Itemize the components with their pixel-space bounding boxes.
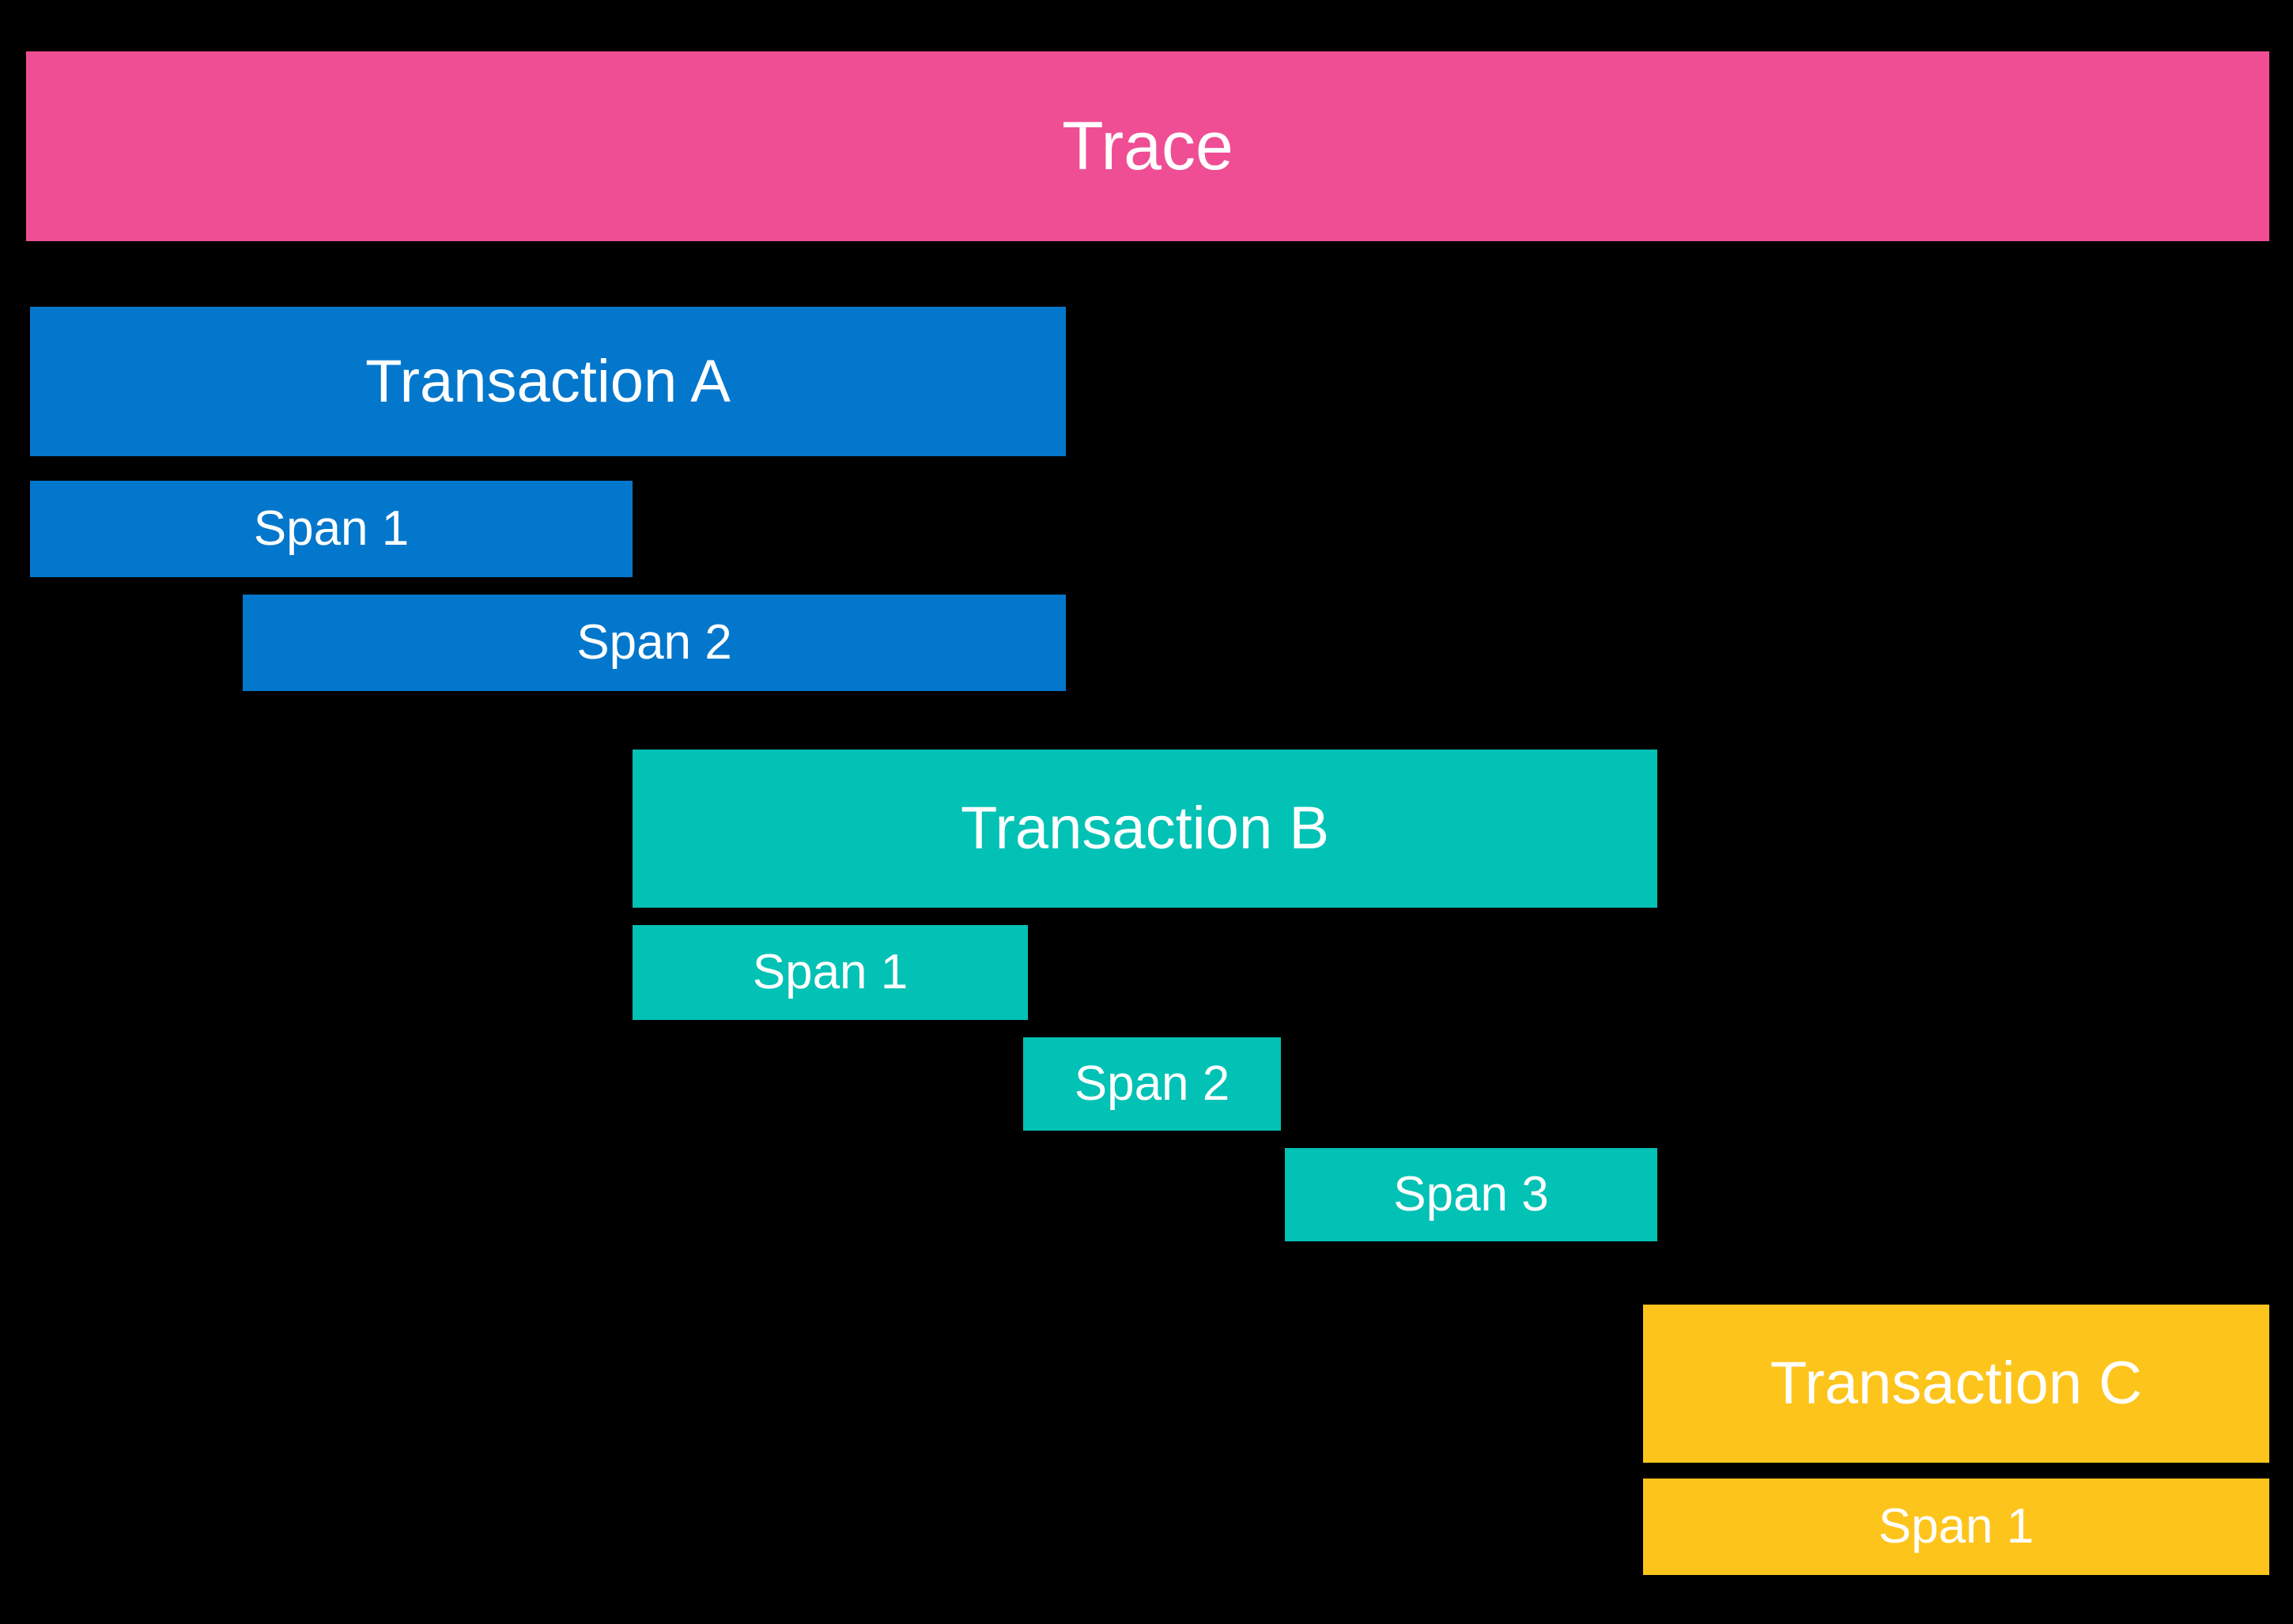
trace-bar[interactable]: Trace (26, 51, 2269, 241)
transaction-c-bar[interactable]: Transaction C (1643, 1305, 2269, 1463)
transaction-b-label: Transaction B (960, 795, 1330, 862)
transaction-b-span-3-label: Span 3 (1393, 1167, 1549, 1222)
transaction-a-span-1-label: Span 1 (253, 501, 410, 556)
transaction-c-label: Transaction C (1770, 1350, 2143, 1417)
transaction-b-span-1-label: Span 1 (752, 945, 909, 999)
transaction-a-label: Transaction A (365, 347, 731, 415)
transaction-b-span-2-bar[interactable]: Span 2 (1023, 1037, 1281, 1131)
transaction-a-span-1-bar[interactable]: Span 1 (30, 481, 633, 577)
transaction-b-span-2-label: Span 2 (1074, 1056, 1230, 1111)
transaction-c-span-1-label: Span 1 (1878, 1499, 2034, 1554)
trace-bar-label: Trace (1062, 108, 1233, 184)
transaction-b-span-1-bar[interactable]: Span 1 (633, 925, 1028, 1020)
transaction-a-span-2-bar[interactable]: Span 2 (243, 595, 1066, 691)
transaction-a-bar[interactable]: Transaction A (30, 307, 1066, 456)
transaction-b-bar[interactable]: Transaction B (633, 750, 1657, 908)
transaction-a-span-2-label: Span 2 (576, 615, 732, 670)
transaction-b-span-3-bar[interactable]: Span 3 (1285, 1148, 1657, 1241)
transaction-c-span-1-bar[interactable]: Span 1 (1643, 1479, 2269, 1575)
